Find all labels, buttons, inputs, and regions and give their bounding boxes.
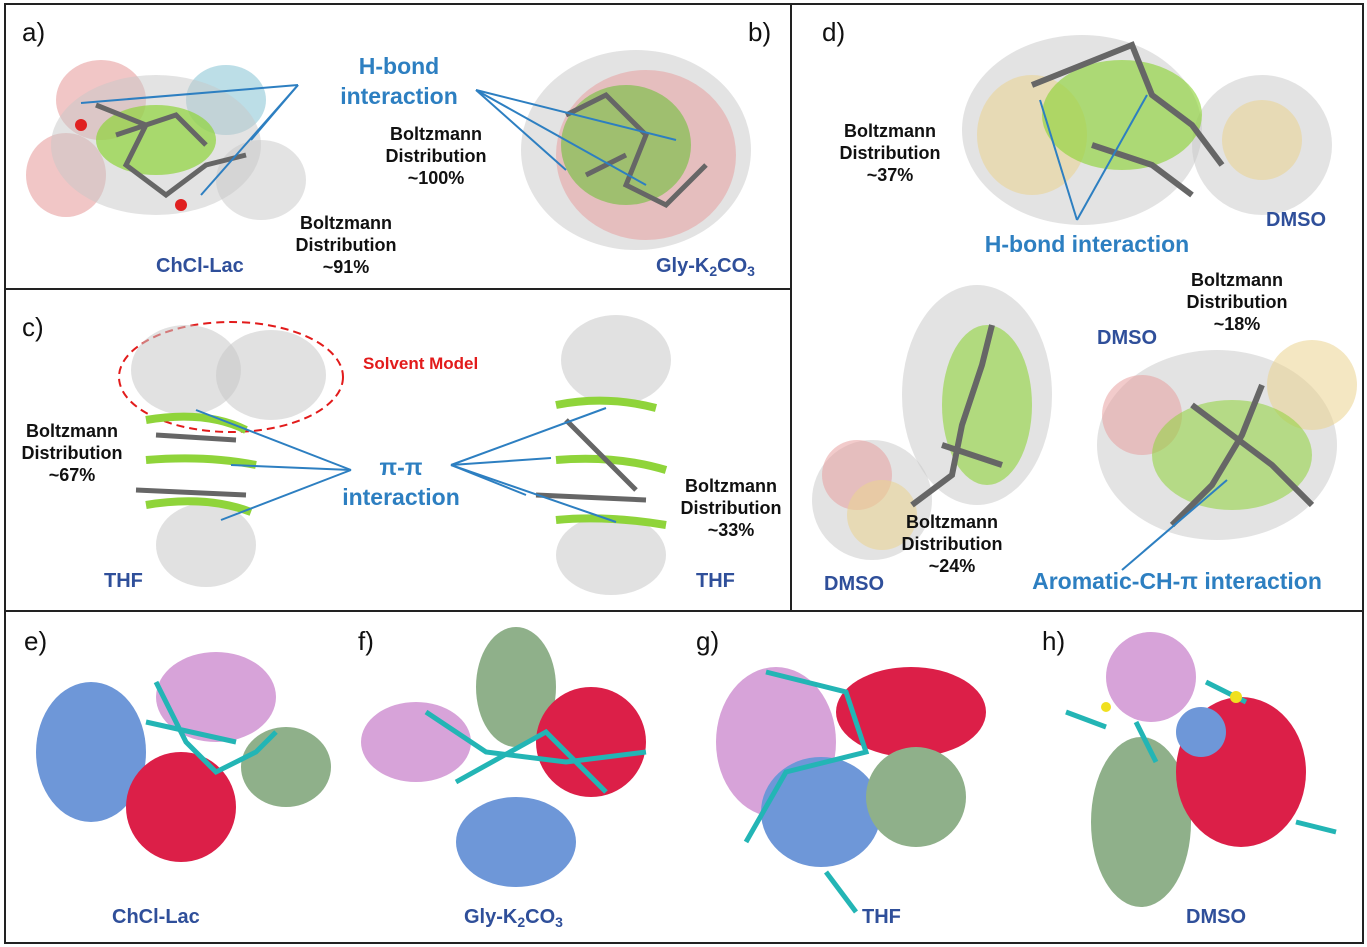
solvent-model-label: Solvent Model	[363, 354, 479, 373]
boltz-line1: Boltzmann	[1191, 270, 1283, 290]
solvent-label-dmso-1: DMSO	[1266, 209, 1326, 231]
cluster-g	[716, 667, 986, 914]
panel-label-d: d)	[822, 17, 846, 47]
boltz-pct: ~67%	[48, 465, 96, 485]
molecule-d2	[812, 285, 1052, 560]
solvent-model-ellipse	[118, 321, 344, 433]
cluster-f	[361, 627, 647, 887]
solvent-label-dmso-2: DMSO	[1097, 327, 1157, 349]
panel-label-b: b)	[748, 17, 772, 47]
gly-sub2: 3	[747, 263, 755, 279]
solvent-label-dmso-h: DMSO	[1186, 906, 1246, 928]
boltz-line1: Boltzmann	[390, 124, 482, 144]
pipi-line1: π-π	[379, 454, 423, 480]
boltz-pct: ~91%	[322, 257, 370, 277]
boltz-line2: Distribution	[295, 235, 397, 255]
boltzmann-label-a: Boltzmann Distribution ~91%	[286, 212, 406, 278]
panel-efgh: e) f) g) h) ChCl-Lac Gly-K2CO3 THF DMSO	[4, 610, 1364, 944]
boltz-pct: ~100%	[407, 168, 465, 188]
boltz-line2: Distribution	[680, 498, 782, 518]
boltz-line2: Distribution	[839, 143, 941, 163]
boltz-line2: Distribution	[901, 534, 1003, 554]
boltz-line2: Distribution	[1186, 292, 1288, 312]
solvent-label-chcl: ChCl-Lac	[156, 255, 244, 277]
gly-sub1: 2	[709, 263, 718, 279]
solvent-label-gly: Gly-K2CO3	[656, 255, 755, 279]
cluster-e	[36, 652, 331, 862]
boltz-line2: Distribution	[385, 146, 487, 166]
boltz-line1: Boltzmann	[26, 421, 118, 441]
boltz-pct: ~37%	[866, 165, 914, 185]
boltzmann-label-d3: Boltzmann Distribution ~18%	[1177, 269, 1297, 335]
panel-label-h: h)	[1042, 626, 1066, 656]
molecule-d1	[962, 35, 1332, 225]
panel-efgh-graphic	[36, 627, 1337, 914]
pipi-label: π-π interaction	[326, 452, 476, 512]
gly-sub1: 2	[517, 914, 526, 930]
pipi-arrows	[195, 407, 617, 523]
boltz-pct: ~24%	[928, 556, 976, 576]
pipi-line2: interaction	[342, 484, 460, 510]
solvent-label-thf-g: THF	[862, 906, 901, 928]
solvent-label-chcl-e: ChCl-Lac	[112, 906, 200, 928]
boltzmann-label-c2: Boltzmann Distribution ~33%	[671, 475, 790, 541]
boltz-pct: ~33%	[707, 520, 755, 540]
boltzmann-label-d1: Boltzmann Distribution ~37%	[830, 120, 950, 186]
gly-text: Gly-K	[656, 255, 710, 277]
hbond-line2: interaction	[340, 83, 458, 109]
solvent-label-thf-1: THF	[104, 570, 143, 592]
panel-label-c: c)	[22, 312, 44, 342]
molecule-a	[26, 60, 306, 220]
boltzmann-label-d2: Boltzmann Distribution ~24%	[892, 511, 1012, 577]
panel-c-graphic	[118, 315, 671, 595]
panel-d: d) Boltzmann Distribution ~37% H-bond in…	[790, 3, 1364, 612]
molecule-b	[521, 50, 751, 250]
aromatic-label: Aromatic-CH-π interaction	[1032, 568, 1322, 594]
gly-mid: CO	[717, 255, 748, 277]
panel-label-e: e)	[24, 626, 48, 656]
gly-text: Gly-K	[464, 906, 518, 928]
molecule-c2	[535, 315, 671, 595]
panel-label-g: g)	[696, 626, 720, 656]
boltzmann-label-b: Boltzmann Distribution ~100%	[376, 123, 496, 189]
panel-d-graphic	[812, 35, 1357, 571]
panel-c: c) Solvent Model Boltzmann Distribution …	[4, 288, 792, 612]
molecule-d3	[1097, 340, 1357, 540]
panel-label-f: f)	[358, 626, 374, 656]
hbond-arrows	[80, 84, 677, 196]
cluster-h	[1065, 632, 1337, 907]
panel-label-a: a)	[22, 17, 46, 47]
boltz-line1: Boltzmann	[906, 512, 998, 532]
boltz-pct: ~18%	[1213, 314, 1261, 334]
panel-ab: a) b) H-bond interaction Boltzmann Distr…	[4, 3, 792, 290]
hbond-label: H-bond interaction	[324, 51, 474, 111]
gly-mid: CO	[525, 906, 556, 928]
boltz-line1: Boltzmann	[844, 121, 936, 141]
molecule-c1	[131, 325, 326, 587]
boltzmann-label-c1: Boltzmann Distribution ~67%	[12, 420, 132, 486]
solvent-label-gly-f: Gly-K2CO3	[464, 906, 563, 930]
d-arrows	[1039, 94, 1228, 571]
hbond-line1: H-bond	[358, 53, 440, 79]
panel-ab-graphic	[26, 50, 751, 250]
boltz-line1: Boltzmann	[685, 476, 777, 496]
boltz-line1: Boltzmann	[300, 213, 392, 233]
solvent-label-dmso-3: DMSO	[824, 573, 884, 595]
boltz-line2: Distribution	[21, 443, 123, 463]
gly-sub2: 3	[555, 914, 563, 930]
solvent-label-thf-2: THF	[696, 570, 735, 592]
hbond-label-d: H-bond interaction	[984, 231, 1190, 257]
